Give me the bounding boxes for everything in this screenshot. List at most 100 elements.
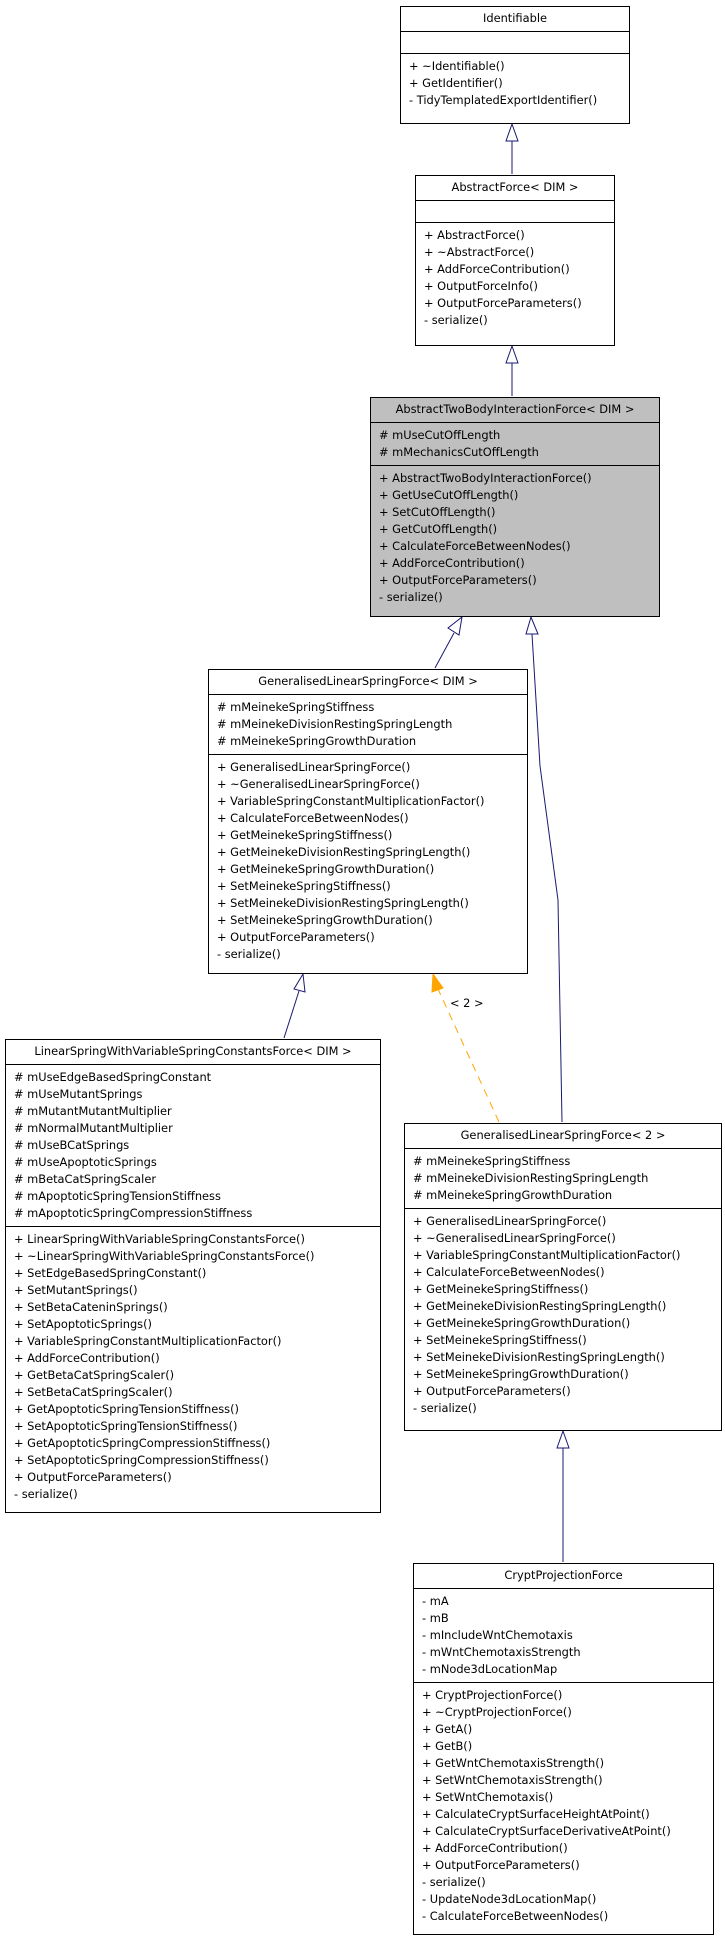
method-row: + SetMeinekeSpringStiffness() [217,879,391,893]
method-row: + SetBetaCateninSprings() [14,1300,168,1314]
class-generalised-linear-spring-force-dim[interactable]: GeneralisedLinearSpringForce< DIM > # mM… [208,669,528,974]
method-row: + SetWntChemotaxisStrength() [422,1773,603,1787]
attribute-row: # mNormalMutantMultiplier [14,1121,173,1135]
method-row: + SetMeinekeDivisionRestingSpringLength(… [217,896,469,910]
method-row: + SetApoptoticSpringTensionStiffness() [14,1419,238,1433]
method-row: + SetMeinekeSpringGrowthDuration() [217,913,433,927]
method-row: + GetWntChemotaxisStrength() [422,1756,605,1770]
attribute-row: # mUseEdgeBasedSpringConstant [14,1070,212,1084]
method-row: - serialize() [14,1487,78,1501]
method-row: + AddForceContribution() [424,262,570,276]
method-row: + ~AbstractForce() [424,245,535,259]
method-row: + CalculateForceBetweenNodes() [379,539,571,553]
method-row: + GeneralisedLinearSpringForce() [413,1214,607,1228]
method-row: - CalculateForceBetweenNodes() [422,1909,609,1923]
class-title: GeneralisedLinearSpringForce< 2 > [405,1124,721,1149]
method-row: - serialize() [379,590,443,604]
method-row: + GetMeinekeSpringStiffness() [413,1282,589,1296]
methods-section: + GeneralisedLinearSpringForce()+ ~Gener… [209,754,527,967]
attribute-row: # mMechanicsCutOffLength [379,445,539,459]
attributes-section [401,32,629,53]
edge-template-instantiation [437,988,500,1123]
edge-glsf-dim-twobody [434,632,455,669]
attribute-row: - mNode3dLocationMap [422,1662,558,1676]
method-row: + GetMeinekeDivisionRestingSpringLength(… [413,1299,667,1313]
attribute-row: # mMeinekeSpringStiffness [413,1154,571,1168]
method-row: + SetMeinekeDivisionRestingSpringLength(… [413,1350,665,1364]
class-title: LinearSpringWithVariableSpringConstantsF… [6,1040,380,1065]
method-row: + CalculateForceBetweenNodes() [217,811,409,825]
methods-section: + LinearSpringWithVariableSpringConstant… [6,1226,380,1507]
attribute-row: # mBetaCatSpringScaler [14,1172,157,1186]
method-row: + CalculateCryptSurfaceHeightAtPoint() [422,1807,650,1821]
method-row: - UpdateNode3dLocationMap() [422,1892,597,1906]
method-row: - serialize() [424,313,488,327]
method-row: + LinearSpringWithVariableSpringConstant… [14,1232,305,1246]
method-row: + CryptProjectionForce() [422,1688,563,1702]
method-row: + VariableSpringConstantMultiplicationFa… [413,1248,681,1262]
class-title: AbstractTwoBodyInteractionForce< DIM > [371,398,659,423]
class-title: AbstractForce< DIM > [416,176,614,201]
method-row: + SetApoptoticSprings() [14,1317,153,1331]
method-row: + AddForceContribution() [422,1841,568,1855]
method-row: + GetIdentifier() [409,76,503,90]
method-row: - serialize() [413,1401,477,1415]
method-row: + SetApoptoticSpringCompressionStiffness… [14,1453,269,1467]
edge-linearvariable-glsf-dim [283,990,300,1039]
method-row: + AbstractForce() [424,228,525,242]
method-row: - serialize() [217,947,281,961]
attribute-row: # mUseCutOffLength [379,428,501,442]
method-row: + VariableSpringConstantMultiplicationFa… [14,1334,282,1348]
method-row: - serialize() [422,1875,486,1889]
method-row: + GetApoptoticSpringCompressionStiffness… [14,1436,271,1450]
method-row: + ~Identifiable() [409,59,505,73]
class-abstract-force[interactable]: AbstractForce< DIM > + AbstractForce() + … [415,175,615,346]
attributes-section: # mUseCutOffLength # mMechanicsCutOffLeng… [371,423,659,465]
method-row: + SetCutOffLength() [379,505,496,519]
attribute-row: # mUseBCatSprings [14,1138,130,1152]
methods-section: + AbstractTwoBodyInteractionForce()+ Get… [371,465,659,610]
attribute-row: - mWntChemotaxisStrength [422,1645,581,1659]
edge-twobody-abstractforce-arrowhead [505,344,519,364]
class-title: GeneralisedLinearSpringForce< DIM > [209,670,527,695]
method-row: + AddForceContribution() [14,1351,160,1365]
attribute-row: - mA [422,1594,449,1608]
class-crypt-projection-force[interactable]: CryptProjectionForce - mA- mB- mIncludeW… [413,1563,714,1935]
method-row: + GetMeinekeSpringGrowthDuration() [413,1316,631,1330]
attribute-row: # mMeinekeSpringStiffness [217,700,375,714]
edge-glsf-2-twobody-arrowhead [525,615,539,635]
method-row: + SetWntChemotaxis() [422,1790,554,1804]
method-row: + ~GeneralisedLinearSpringForce() [217,777,420,791]
class-abstract-two-body-interaction-force[interactable]: AbstractTwoBodyInteractionForce< DIM > #… [370,397,660,617]
edge-glsf-dim-twobody-arrowhead [447,615,463,636]
edge-glsf-2-twobody [531,633,563,1123]
method-row: + GetBetaCatSpringScaler() [14,1368,175,1382]
method-row: + SetMeinekeSpringStiffness() [413,1333,587,1347]
template-argument-label: < 2 > [450,996,484,1010]
attribute-row: # mApoptoticSpringCompressionStiffness [14,1206,253,1220]
method-row: + CalculateCryptSurfaceDerivativeAtPoint… [422,1824,671,1838]
attributes-section: - mA- mB- mIncludeWntChemotaxis- mWntChe… [414,1589,713,1682]
attributes-section: # mMeinekeSpringStiffness# mMeinekeDivis… [209,695,527,754]
method-row: + OutputForceParameters() [217,930,375,944]
method-row: + OutputForceParameters() [413,1384,571,1398]
method-row: + GetApoptoticSpringTensionStiffness() [14,1402,240,1416]
edge-template-instantiation-arrowhead [431,972,444,993]
methods-section: + GeneralisedLinearSpringForce() + ~Gener… [405,1208,721,1421]
method-row: + GetB() [422,1739,473,1753]
methods-section: + CryptProjectionForce() + ~CryptProjecti… [414,1682,713,1929]
method-row: + GetUseCutOffLength() [379,488,519,502]
method-row: + ~CryptProjectionForce() [422,1705,572,1719]
class-title: CryptProjectionForce [414,1564,713,1589]
class-generalised-linear-spring-force-2[interactable]: GeneralisedLinearSpringForce< 2 > # mMei… [404,1123,722,1431]
method-row: - TidyTemplatedExportIdentifier() [409,93,598,107]
method-row: + AddForceContribution() [379,556,525,570]
class-title: Identifiable [401,7,629,32]
class-identifiable[interactable]: Identifiable + ~Identifiable() + GetIdent… [400,6,630,124]
method-row: + OutputForceInfo() [424,279,538,293]
method-row: + ~GeneralisedLinearSpringForce() [413,1231,616,1245]
method-row: + OutputForceParameters() [379,573,537,587]
attributes-section: # mUseEdgeBasedSpringConstant# mUseMutan… [6,1065,380,1226]
class-linear-spring-with-variable-spring-constants-force[interactable]: LinearSpringWithVariableSpringConstantsF… [5,1039,381,1513]
